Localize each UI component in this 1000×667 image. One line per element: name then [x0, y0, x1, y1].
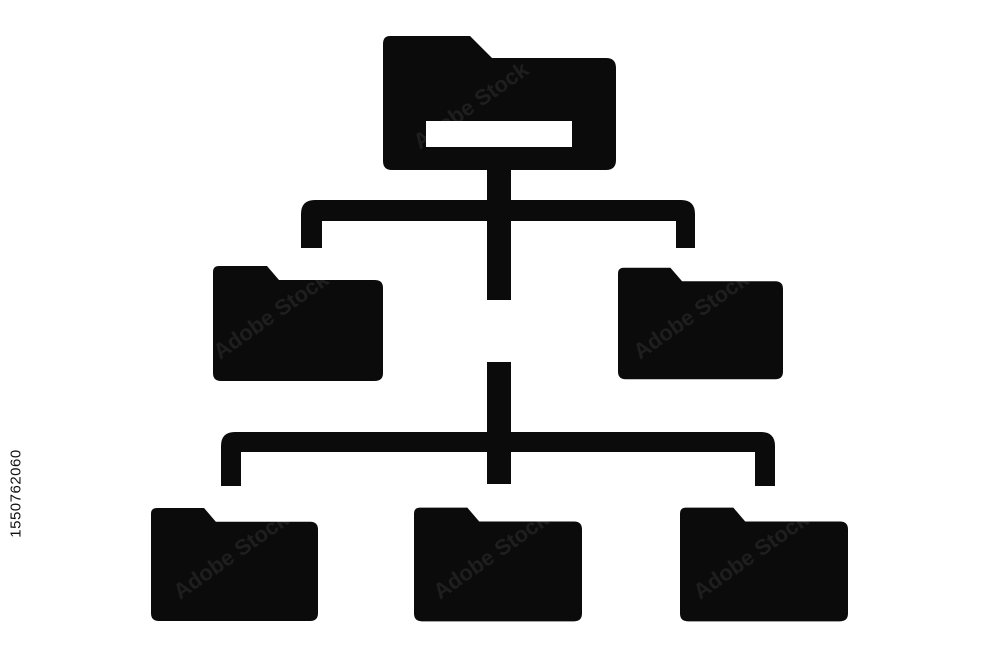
connector-children-to-grandchildren [221, 362, 775, 486]
stock-id-label: 1550762060 [0, 418, 32, 568]
root-folder-label-slot [426, 121, 572, 147]
stock-id-text: 1550762060 [7, 448, 25, 538]
connector-root-to-children [301, 170, 695, 300]
root-folder-icon [383, 36, 616, 170]
grandchild-right-folder-icon [680, 507, 848, 622]
